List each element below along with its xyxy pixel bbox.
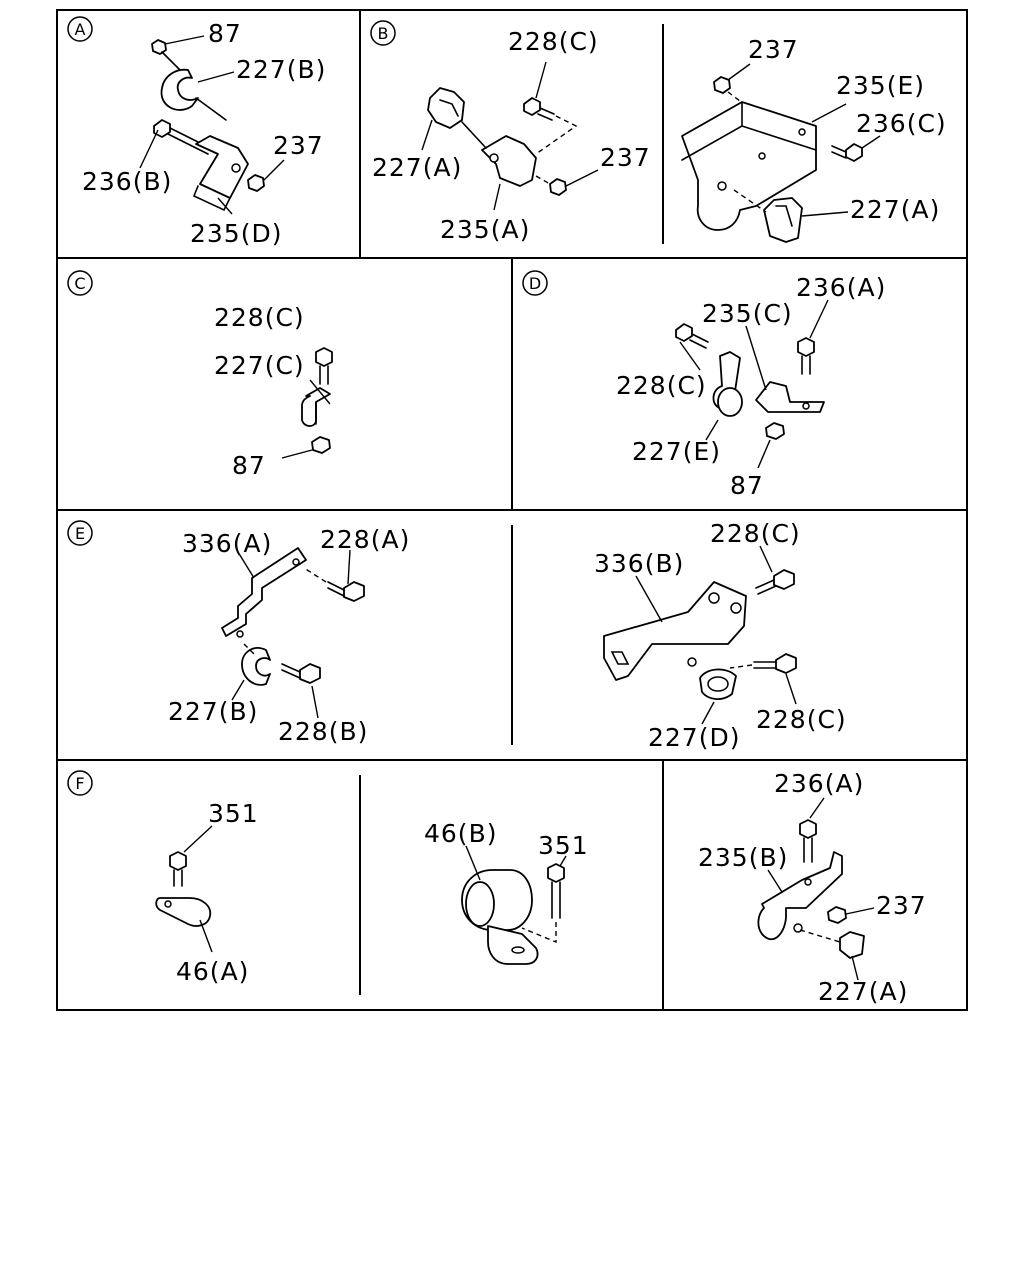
section-letter: E xyxy=(75,524,85,543)
section-d-labels: 236(A) 235(C) 228(C) 227(E) 87 xyxy=(616,273,886,500)
section-letter: A xyxy=(75,20,86,39)
part-label: 227(B) xyxy=(168,697,258,726)
section-b-parts xyxy=(421,61,599,211)
section-marker-e: E xyxy=(67,520,93,546)
part-label: 228(C) xyxy=(616,371,707,400)
part-label: 228(A) xyxy=(320,525,410,554)
section-a-parts xyxy=(139,35,285,215)
part-label: 235(D) xyxy=(190,219,282,248)
section-letter: F xyxy=(75,774,84,793)
section-f2-labels: 46(B) 351 xyxy=(424,819,589,860)
part-label: 87 xyxy=(730,471,764,500)
part-label: 336(A) xyxy=(182,529,272,558)
part-label: 46(A) xyxy=(176,957,249,986)
section-a-labels: 87 227(B) 237 236(B) 235(D) xyxy=(82,19,326,248)
section-c-labels: 228(C) 227(C) 87 xyxy=(214,303,305,480)
part-label: 227(B) xyxy=(236,55,326,84)
part-label: 237 xyxy=(876,891,927,920)
part-label: 228(C) xyxy=(508,27,599,56)
section-e-parts xyxy=(221,547,365,719)
section-e2-parts xyxy=(603,545,797,725)
part-label: 227(A) xyxy=(850,195,940,224)
part-label: 351 xyxy=(538,831,589,860)
section-c-parts xyxy=(281,347,333,459)
section-marker-c: C xyxy=(67,270,93,296)
section-letter: C xyxy=(74,274,85,293)
part-label: 228(C) xyxy=(756,705,847,734)
part-label: 237 xyxy=(273,131,324,160)
part-label: 87 xyxy=(208,19,242,48)
part-label: 236(C) xyxy=(856,109,947,138)
part-label: 46(B) xyxy=(424,819,497,848)
section-letter: D xyxy=(529,274,541,293)
section-b-labels: 228(C) 227(A) 237 235(A) xyxy=(372,27,651,244)
section-marker-d: D xyxy=(522,270,548,296)
part-label: 228(C) xyxy=(214,303,305,332)
section-letter: B xyxy=(378,24,389,43)
section-e2-labels: 228(C) 336(B) 228(C) 227(D) xyxy=(594,519,847,752)
part-label: 236(B) xyxy=(82,167,172,196)
part-label: 87 xyxy=(232,451,266,480)
part-label: 237 xyxy=(748,35,799,64)
section-b2-parts xyxy=(681,63,881,243)
section-f2-parts xyxy=(461,845,567,965)
section-e-labels: 336(A) 228(A) 227(B) 228(B) xyxy=(168,525,410,746)
part-label: 235(B) xyxy=(698,843,788,872)
section-f3-parts xyxy=(757,797,875,981)
part-label: 227(C) xyxy=(214,351,305,380)
section-marker-f: F xyxy=(67,770,93,796)
part-label: 237 xyxy=(600,143,651,172)
part-label: 227(E) xyxy=(632,437,721,466)
section-marker-b: B xyxy=(370,20,396,46)
part-label: 227(A) xyxy=(372,153,462,182)
part-label: 227(D) xyxy=(648,723,740,752)
part-label: 228(C) xyxy=(710,519,801,548)
section-marker-a: A xyxy=(67,16,93,42)
part-label: 236(A) xyxy=(774,769,864,798)
part-label: 336(B) xyxy=(594,549,684,578)
part-label: 235(E) xyxy=(836,71,925,100)
part-label: 236(A) xyxy=(796,273,886,302)
part-label: 228(B) xyxy=(278,717,368,746)
section-f-parts xyxy=(155,825,213,953)
section-b2-labels: 237 235(E) 236(C) 227(A) xyxy=(748,35,947,224)
diagram-frame xyxy=(56,9,968,1011)
part-label: 235(A) xyxy=(440,215,530,244)
part-label: 351 xyxy=(208,799,259,828)
section-f3-labels: 236(A) 235(B) 237 227(A) xyxy=(698,769,927,1006)
section-f-labels: 351 46(A) xyxy=(176,799,259,986)
part-label: 227(A) xyxy=(818,977,908,1006)
part-label: 235(C) xyxy=(702,299,793,328)
section-d-parts xyxy=(675,299,829,469)
